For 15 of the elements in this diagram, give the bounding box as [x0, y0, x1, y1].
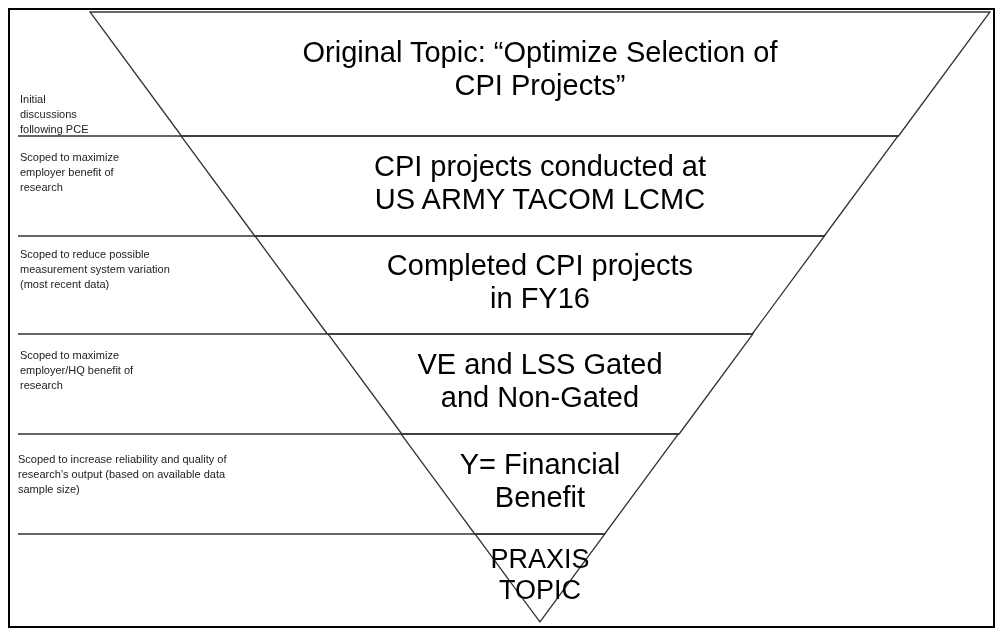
note-text: Scoped to maximize employer/HQ benefit of research — [20, 348, 135, 393]
note-text: Scoped to reduce possible measurement system variation (most recent data) — [20, 247, 171, 292]
band-text: Y= Financial Benefit — [458, 448, 622, 515]
funnel-band — [327, 334, 753, 434]
funnel-band — [181, 136, 899, 236]
funnel-band — [401, 434, 679, 534]
funnel-band — [90, 12, 990, 136]
note-text: Scoped to increase reliability and quality of research’s output (based on available data sample size) — [18, 452, 228, 497]
note-text: Initial discussions following PCE — [20, 92, 90, 137]
band-text: Original Topic: “Optimize Selection of CPI Projects” — [301, 36, 779, 103]
band-text: CPI projects conducted at US ARMY TACOM LCMC — [372, 150, 707, 217]
funnel-band — [255, 236, 825, 334]
note-text: Scoped to maximize employer benefit of research — [20, 150, 121, 195]
band-text: VE and LSS Gated and Non-Gated — [416, 348, 664, 415]
band-text: Completed CPI projects in FY16 — [385, 249, 695, 316]
